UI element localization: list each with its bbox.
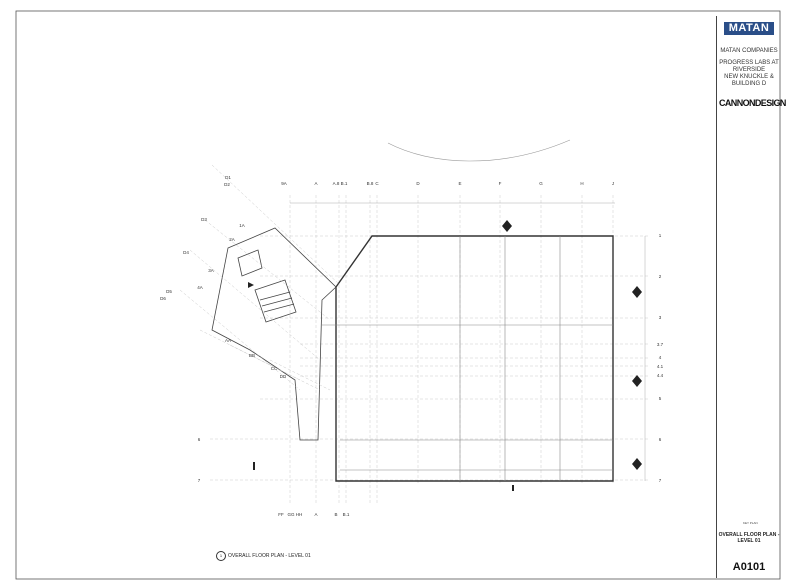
- grid-bubble-right: 5: [659, 396, 662, 401]
- building-outline: [335, 235, 614, 482]
- project-line: BUILDING D: [731, 81, 767, 87]
- grid-bubble-top: G: [539, 181, 543, 186]
- drawing-title: OVERALL FLOOR PLAN - LEVEL 01: [228, 553, 311, 559]
- site-curve: [387, 139, 571, 162]
- grid-bubble-skew: D4: [183, 250, 189, 255]
- grid-bubble-top: A.8: [333, 181, 340, 186]
- grid-bubble-skew-row: DD: [280, 374, 287, 379]
- grid-bubble-bottom: B.1: [343, 512, 350, 517]
- grid-bubble-top: A: [314, 181, 317, 186]
- grid-bubble-top: B.8: [367, 181, 374, 186]
- interior-lines: [322, 236, 613, 481]
- grid-bubble-top: 9A: [281, 181, 287, 186]
- grid-bubble-bottom: FF: [278, 512, 284, 517]
- floor-plan-drawing: [179, 139, 650, 505]
- drawing-number-bubble: 1: [216, 551, 226, 561]
- grid-bubble-right: 2: [659, 274, 662, 279]
- grid-bubble-bottom: HH: [296, 512, 303, 517]
- sheet-title-line: LEVEL 01: [737, 538, 761, 544]
- title-block: MATAN MATAN COMPANIES PROGRESS LABS AT R…: [716, 16, 786, 578]
- grid-bubble-bottom: GG: [287, 512, 295, 517]
- grid-bubble-right: 3: [659, 315, 662, 320]
- project-name: PROGRESS LABS AT RIVERSIDE NEW KNUCKLE &…: [717, 60, 781, 88]
- grid-bubble-top: J: [612, 181, 614, 186]
- grid-bubble-skew: D5: [166, 289, 172, 294]
- knuckle-building: [211, 227, 337, 441]
- grid-bubble-right: 4.4: [657, 373, 664, 378]
- grid-bubble-skew: D3: [201, 217, 207, 222]
- project-line: PROGRESS LABS AT: [719, 60, 779, 66]
- sheet-title: OVERALL FLOOR PLAN - LEVEL 01: [717, 532, 781, 544]
- grid-bubble-skew: 3A: [208, 268, 214, 273]
- grid-bubble-skew: D2: [224, 182, 230, 187]
- company-name: MATAN COMPANIES: [720, 48, 778, 54]
- grid-bubble-bottom: A: [314, 512, 317, 517]
- grid-bubble-top: E: [458, 181, 461, 186]
- grid-bubble-skew-row: BB: [249, 353, 255, 358]
- matan-logo: MATAN: [724, 22, 774, 35]
- grid-bubble-left: 6: [198, 437, 201, 442]
- grid-bubble-left: 7: [198, 478, 201, 483]
- grid-bubble-bottom: B: [334, 512, 337, 517]
- sheet-number: A0101: [732, 561, 766, 573]
- grid-bubble-skew: 2A: [229, 237, 235, 242]
- grid-bubble-skew: 1A: [239, 223, 245, 228]
- key-plan-label: KEY PLAN: [743, 521, 758, 525]
- architect-logo: CANNONDESIGN: [719, 98, 786, 108]
- skew-grid-lines: [179, 164, 341, 391]
- sheet-title-line: OVERALL FLOOR PLAN -: [718, 532, 780, 538]
- grid-bubble-right: 1: [659, 233, 662, 238]
- grid-bubble-top: C: [375, 181, 379, 186]
- grid-bubble-skew: D1: [225, 175, 231, 180]
- grid-bubble-right: 7: [659, 478, 662, 483]
- sheet-border: [15, 10, 781, 580]
- grid-bubble-skew-row: CC: [271, 366, 278, 371]
- grid-bubble-right: 6: [659, 437, 662, 442]
- project-line: NEW KNUCKLE &: [724, 74, 774, 80]
- section-markers: [248, 220, 642, 491]
- grid-bubble-top: B.1: [341, 181, 348, 186]
- project-line: RIVERSIDE: [732, 67, 766, 73]
- grid-bubble-top: D: [416, 181, 420, 186]
- grid-bubble-right: 4.1: [657, 364, 664, 369]
- grid-bubble-right: 3.7: [657, 342, 664, 347]
- grid-bubble-skew: 4A: [197, 285, 203, 290]
- grid-bubble-top: H: [580, 181, 583, 186]
- grid-bubble-skew: D6: [160, 296, 166, 301]
- grid-bubble-skew-row: AA: [225, 338, 231, 343]
- grid-bubble-top: F: [499, 181, 502, 186]
- grid-bubble-right: 4: [659, 355, 662, 360]
- grid-lines: [210, 195, 650, 505]
